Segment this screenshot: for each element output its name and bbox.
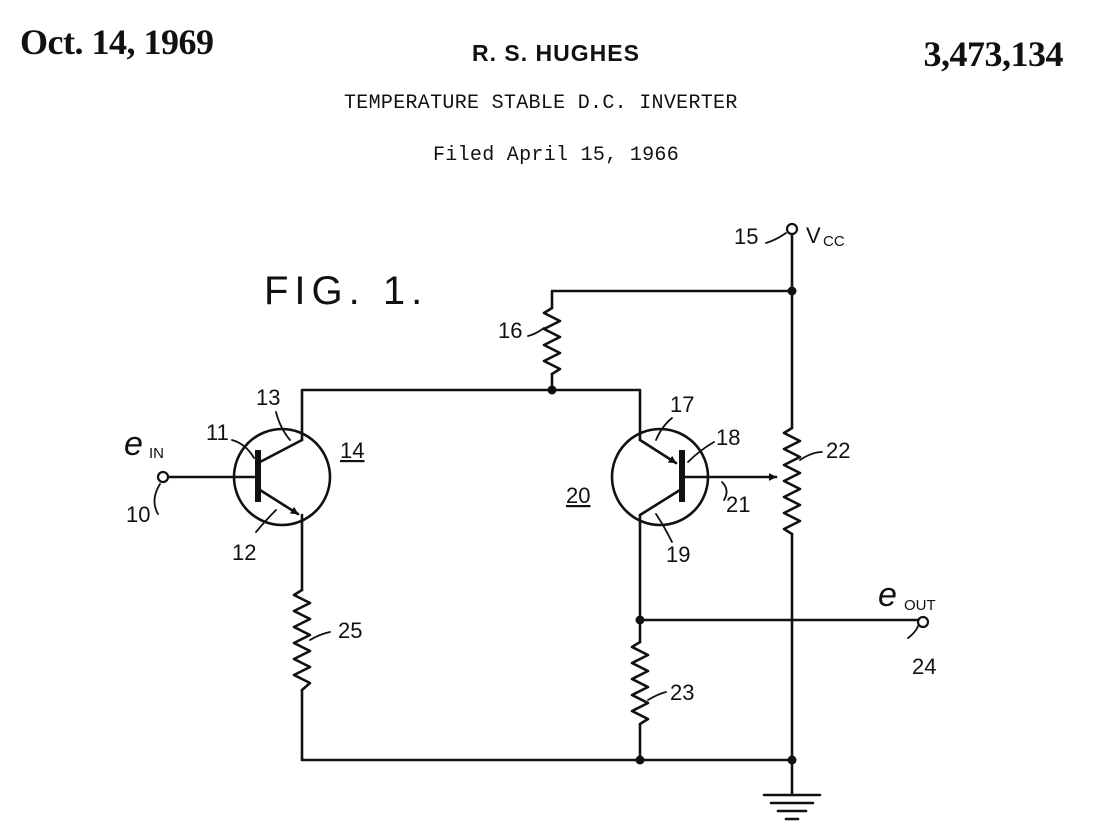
patent-date: Oct. 14, 1969 — [20, 22, 214, 62]
junction-ground-r23 — [635, 755, 645, 765]
resistor-16: 16 — [498, 289, 794, 392]
ref-23: 23 — [670, 680, 694, 705]
figure-label: FIG. 1. — [264, 269, 428, 313]
output-label: e — [878, 576, 897, 614]
input-terminal: e IN 10 — [124, 425, 170, 527]
ref-19: 19 — [666, 542, 690, 567]
output-terminal: e OUT 24 — [638, 576, 936, 679]
ref-21: 21 — [726, 492, 750, 517]
potentiometer-22: 22 — [782, 289, 850, 762]
ref-14: 14 — [340, 438, 364, 463]
ref-16: 16 — [498, 318, 522, 343]
resistor-23: 23 — [630, 618, 694, 762]
resistor-25: 25 — [292, 588, 362, 760]
supply-label: V — [806, 223, 821, 248]
input-subscript: IN — [149, 445, 164, 462]
ref-13: 13 — [256, 385, 280, 410]
ref-24: 24 — [912, 654, 936, 679]
ref-11: 11 — [206, 420, 229, 445]
ref-22: 22 — [826, 438, 850, 463]
ref-12: 12 — [232, 540, 256, 565]
filing-date: Filed April 15, 1966 — [433, 144, 680, 167]
supply-subscript: CC — [823, 233, 845, 250]
patent-number: 3,473,134 — [923, 34, 1064, 74]
transistor-q2: 20 17 18 19 21 — [566, 392, 778, 622]
vcc-terminal: 15 V CC — [734, 222, 845, 293]
transistor-q1: 14 13 11 12 — [166, 385, 364, 592]
patent-title: TEMPERATURE STABLE D.C. INVERTER — [344, 92, 738, 115]
ref-17: 17 — [670, 392, 694, 417]
ref-10: 10 — [126, 502, 150, 527]
ref-15: 15 — [734, 224, 758, 249]
ground-symbol — [762, 758, 822, 821]
ref-25: 25 — [338, 618, 362, 643]
input-label: e — [124, 425, 143, 463]
output-subscript: OUT — [904, 597, 936, 614]
ref-20: 20 — [566, 483, 590, 508]
inventor-name: R. S. HUGHES — [472, 40, 640, 66]
ground-bus — [300, 756, 794, 762]
ref-18: 18 — [716, 425, 740, 450]
collector-bus — [300, 388, 642, 442]
